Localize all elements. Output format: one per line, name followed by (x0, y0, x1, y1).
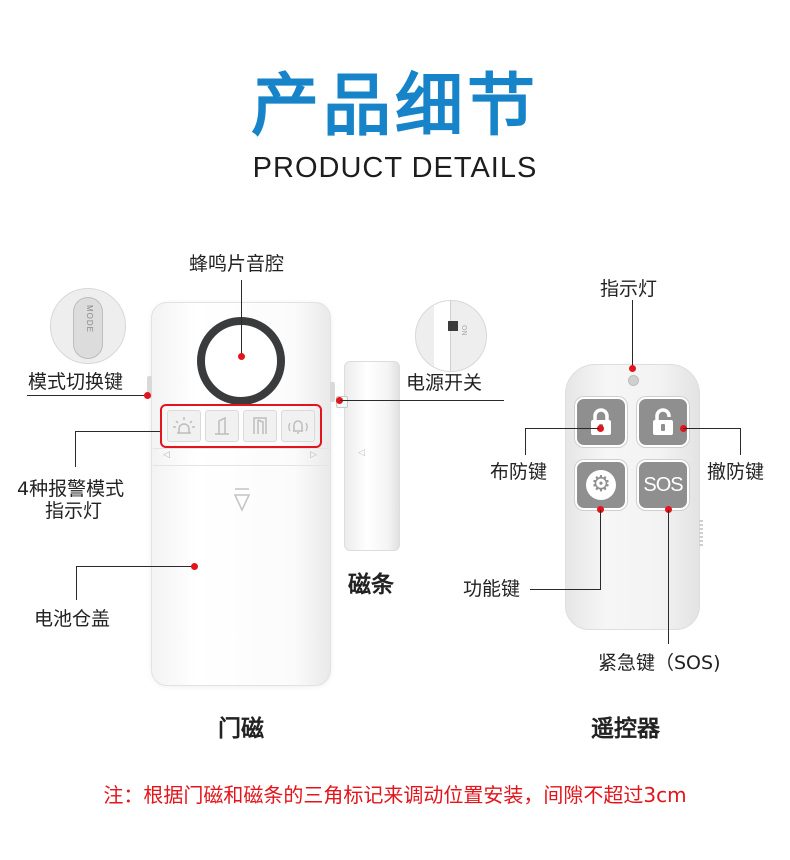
door-icon (243, 410, 277, 442)
lock-icon (591, 408, 611, 435)
right-arrow-mark: ▷ (310, 450, 317, 460)
power-switch-label: 电源开关 (406, 372, 483, 394)
arm-label: 布防键 (490, 461, 548, 483)
magnet-name: 磁条 (348, 572, 394, 598)
remote-name: 遥控器 (591, 716, 660, 742)
bell-icon (281, 410, 315, 442)
remote-indicator-label: 指示灯 (600, 278, 658, 300)
installation-note: 注：根据门磁和磁条的三角标记来调动位置安装，间隙不超过3cm (103, 783, 687, 807)
function-marker (597, 506, 604, 513)
mode-side-button (147, 376, 152, 398)
mode-button-text: MODE (85, 305, 94, 333)
power-switch-closeup: ON (415, 300, 487, 372)
magnet-strip (344, 361, 400, 551)
mode-switch-label: 模式切换键 (28, 371, 124, 393)
door-chime-icon (205, 410, 239, 442)
function-label: 功能键 (463, 578, 521, 600)
sos-marker (665, 506, 672, 513)
mode-indicator-label-line2: 指示灯 (45, 500, 103, 522)
door-sensor-name: 门磁 (218, 716, 264, 742)
function-button[interactable]: ⚙ (575, 460, 627, 510)
speaker-label: 蜂鸣片音腔 (189, 253, 285, 275)
sos-button-text: SOS (643, 473, 683, 496)
page-subtitle: PRODUCT DETAILS (252, 152, 538, 184)
left-arrow-mark: ◁ (163, 450, 170, 460)
door-sensor-seam-top (153, 448, 329, 449)
sos-label: 紧急键（SOS) (598, 652, 721, 674)
mode-switch-marker (144, 392, 151, 399)
alarm-light-icon (167, 410, 201, 442)
page-title: 产品细节 (250, 67, 539, 146)
arm-marker (597, 425, 604, 432)
mode-indicator-strip (160, 404, 322, 448)
door-sensor-seam-bottom (153, 465, 329, 466)
magnet-triangle-mark: ◁ (358, 448, 365, 458)
mode-indicator-label-line1: 4种报警模式 (17, 478, 125, 500)
speaker-marker (238, 353, 245, 360)
disarm-button[interactable] (637, 397, 689, 447)
mode-button-closeup: MODE (50, 288, 126, 364)
remote-led (628, 375, 639, 386)
disarm-label: 撤防键 (707, 461, 765, 483)
sos-button[interactable]: SOS (637, 460, 689, 510)
battery-cover-label: 电池仓盖 (34, 608, 111, 630)
alignment-triangle-mark (232, 487, 252, 517)
power-switch-marker (336, 397, 343, 404)
power-side-switch (330, 382, 335, 402)
remote-indicator-marker (629, 365, 636, 372)
unlock-icon (653, 408, 673, 435)
battery-cover-marker (191, 563, 198, 570)
gear-icon: ⚙ (586, 470, 616, 500)
remote-grip (699, 520, 703, 548)
arm-button[interactable] (575, 397, 627, 447)
